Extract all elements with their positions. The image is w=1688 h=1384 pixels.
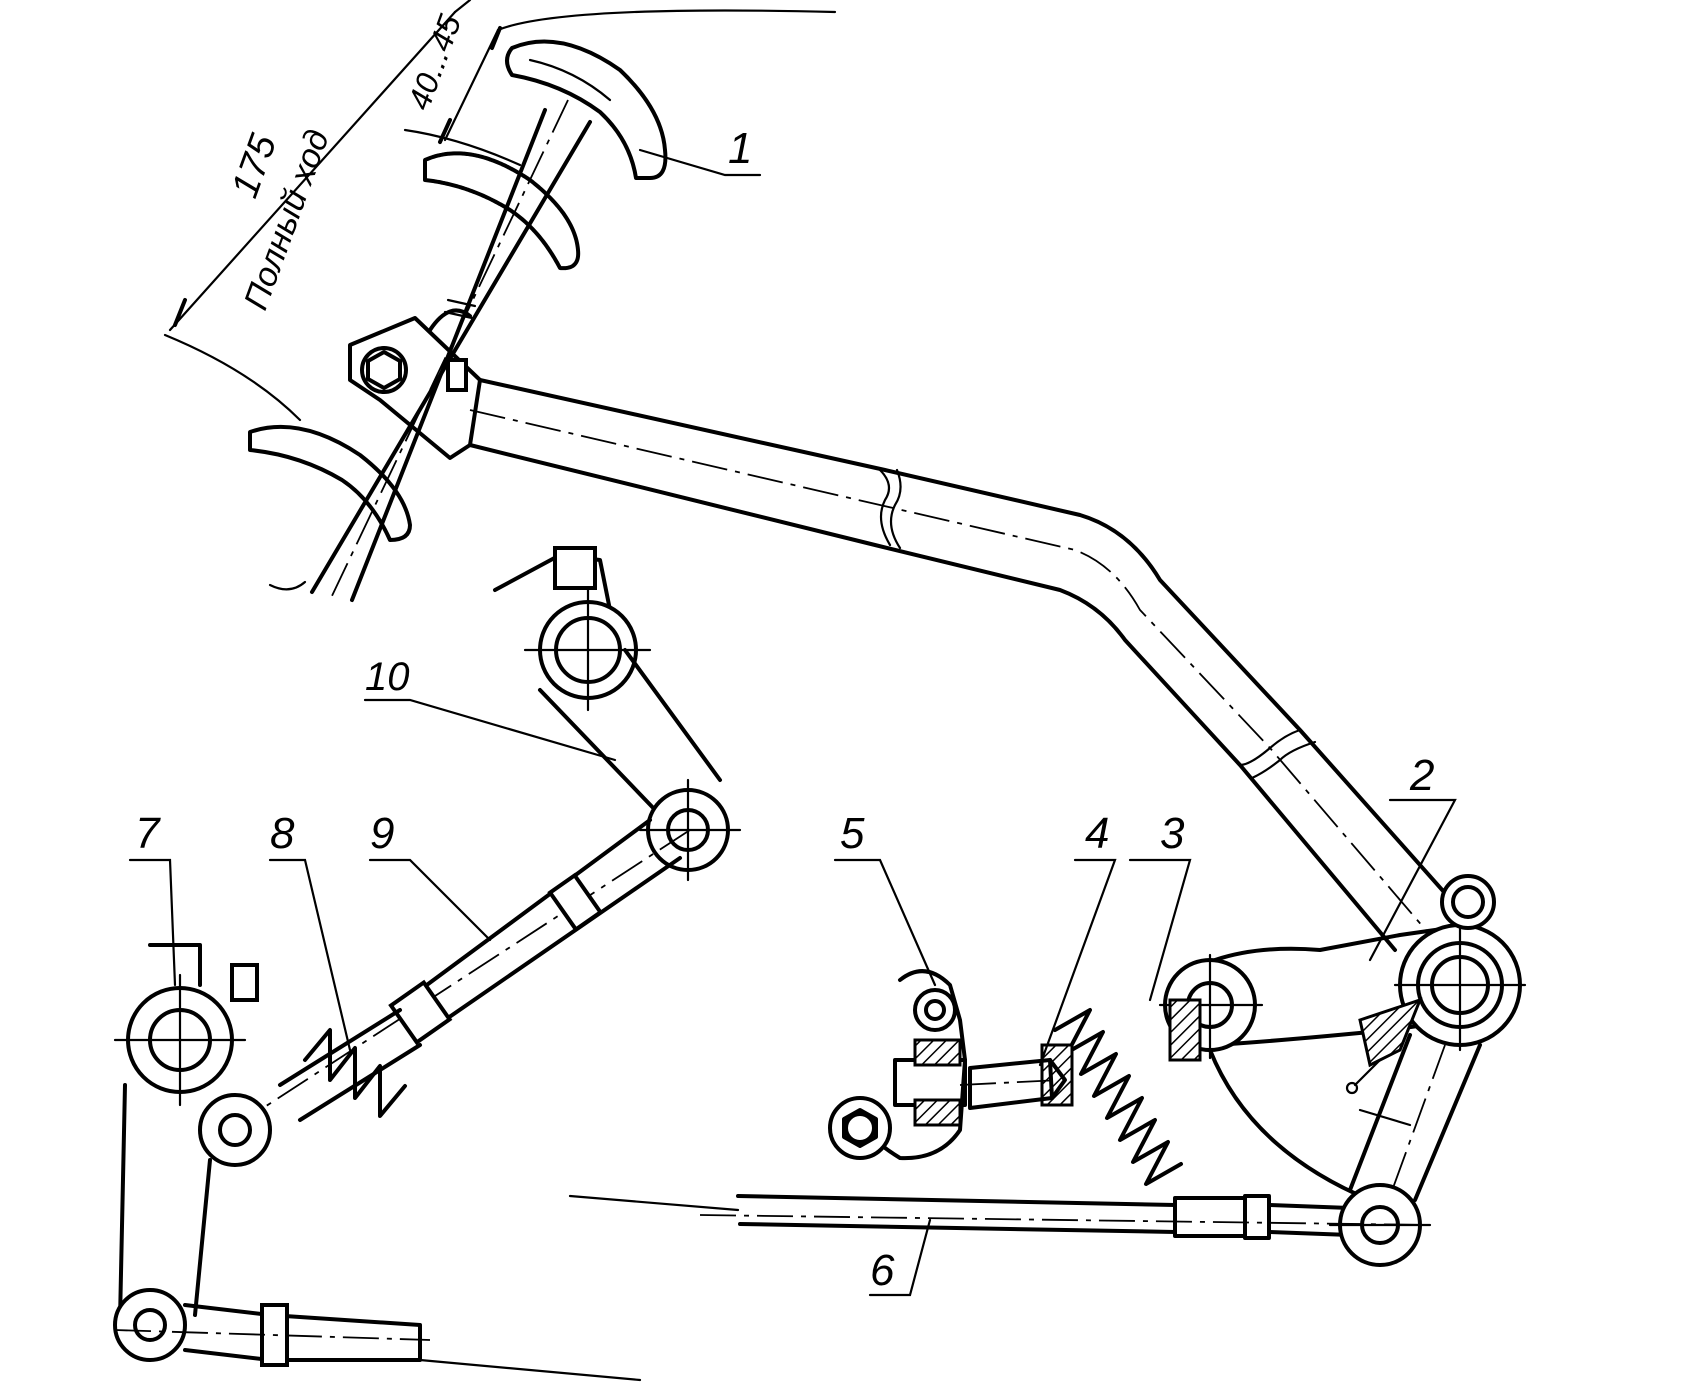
label-8: 8 xyxy=(270,809,295,858)
leader-8 xyxy=(268,858,352,1052)
lever-10 xyxy=(493,546,742,882)
pivot-3 xyxy=(1158,953,1372,1202)
bracket-5 xyxy=(828,969,967,1161)
label-9: 9 xyxy=(370,809,394,858)
label-3: 3 xyxy=(1160,809,1185,858)
rod-4 xyxy=(959,1058,1067,1110)
spring-8 xyxy=(278,1008,422,1122)
label-4: 4 xyxy=(1085,809,1109,858)
lever-7 xyxy=(113,943,642,1382)
leader-6 xyxy=(868,1218,932,1297)
leader-1 xyxy=(638,148,762,177)
label-2: 2 xyxy=(1409,751,1434,800)
label-10: 10 xyxy=(365,655,410,699)
leader-lines xyxy=(128,148,1457,1297)
leader-3 xyxy=(1128,858,1192,1002)
label-1: 1 xyxy=(728,124,752,173)
label-5: 5 xyxy=(840,809,865,858)
label-7: 7 xyxy=(135,809,161,858)
label-6: 6 xyxy=(870,1246,895,1295)
dimension-lines xyxy=(163,0,837,422)
leader-9 xyxy=(368,858,492,942)
lever-2 xyxy=(1213,874,1527,1211)
leader-5 xyxy=(833,858,937,987)
spring-3 xyxy=(1040,998,1202,1186)
rod-6 xyxy=(568,1183,1432,1267)
leader-7 xyxy=(128,858,177,987)
leader-10 xyxy=(363,698,617,762)
leader-2 xyxy=(1368,798,1457,962)
pedal-assembly xyxy=(248,39,668,602)
part-numbers: 1 2 3 4 5 6 7 8 9 10 xyxy=(135,124,1434,1295)
connecting-tube xyxy=(468,378,1462,952)
leader-4 xyxy=(1038,858,1117,1067)
rod-9 xyxy=(259,818,691,1111)
